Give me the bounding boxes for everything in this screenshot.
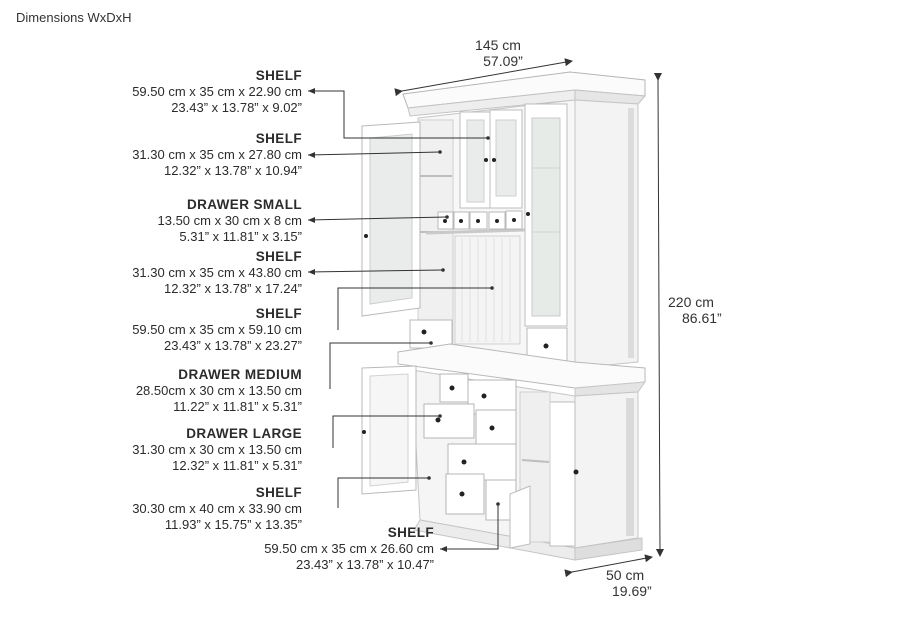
width-cm: 145 cm bbox=[475, 37, 521, 53]
label-heading: DRAWER MEDIUM bbox=[178, 367, 302, 382]
label-heading: SHELF bbox=[387, 525, 434, 540]
label-imperial: 11.93” x 15.75” x 13.35” bbox=[164, 517, 302, 532]
label-imperial: 12.32” x 13.78” x 10.94” bbox=[163, 163, 302, 178]
label-imperial: 23.43” x 13.78” x 10.47” bbox=[295, 557, 434, 572]
label-shelf-upper-wide: SHELF 59.50 cm x 35 cm x 22.90 cm 23.43”… bbox=[2, 67, 302, 116]
label-heading: DRAWER LARGE bbox=[186, 426, 302, 441]
label-metric: 59.50 cm x 35 cm x 59.10 cm bbox=[132, 322, 302, 337]
label-metric: 31.30 cm x 35 cm x 27.80 cm bbox=[132, 147, 302, 162]
label-shelf-lower-wide: SHELF 59.50 cm x 35 cm x 26.60 cm 23.43”… bbox=[134, 524, 434, 573]
label-imperial: 23.43” x 13.78” x 9.02” bbox=[171, 100, 302, 115]
label-metric: 59.50 cm x 35 cm x 26.60 cm bbox=[264, 541, 434, 556]
label-heading: SHELF bbox=[255, 68, 302, 83]
height-dimension: 220 cm 86.61” bbox=[668, 294, 748, 326]
height-in: 86.61” bbox=[682, 310, 722, 326]
label-heading: SHELF bbox=[255, 485, 302, 500]
label-heading: DRAWER SMALL bbox=[186, 197, 302, 212]
label-heading: SHELF bbox=[255, 249, 302, 264]
label-shelf-middle-narrow: SHELF 31.30 cm x 35 cm x 43.80 cm 12.32”… bbox=[2, 248, 302, 297]
width-dimension: 145 cm 57.09” bbox=[458, 37, 538, 69]
depth-dimension: 50 cm 19.69” bbox=[606, 567, 686, 599]
diagram-title: Dimensions WxDxH bbox=[16, 10, 132, 25]
label-imperial: 12.32” x 11.81” x 5.31” bbox=[172, 458, 302, 473]
label-imperial: 11.22” x 11.81” x 5.31” bbox=[173, 399, 302, 414]
label-shelf-middle-wide: SHELF 59.50 cm x 35 cm x 59.10 cm 23.43”… bbox=[2, 305, 302, 354]
label-metric: 31.30 cm x 30 cm x 13.50 cm bbox=[132, 442, 302, 457]
label-drawer-medium: DRAWER MEDIUM 28.50cm x 30 cm x 13.50 cm… bbox=[2, 366, 302, 415]
label-imperial: 12.32” x 13.78” x 17.24” bbox=[163, 281, 302, 296]
depth-cm: 50 cm bbox=[606, 567, 645, 583]
label-drawer-large: DRAWER LARGE 31.30 cm x 30 cm x 13.50 cm… bbox=[2, 425, 302, 474]
label-metric: 13.50 cm x 30 cm x 8 cm bbox=[157, 213, 303, 228]
label-metric: 59.50 cm x 35 cm x 22.90 cm bbox=[132, 84, 302, 99]
width-in: 57.09” bbox=[483, 53, 523, 69]
label-imperial: 23.43” x 13.78” x 23.27” bbox=[163, 338, 302, 353]
height-cm: 220 cm bbox=[668, 294, 714, 310]
label-shelf-upper-narrow: SHELF 31.30 cm x 35 cm x 27.80 cm 12.32”… bbox=[2, 130, 302, 179]
label-imperial: 5.31” x 11.81” x 3.15” bbox=[179, 229, 302, 244]
label-heading: SHELF bbox=[255, 131, 302, 146]
label-metric: 28.50cm x 30 cm x 13.50 cm bbox=[135, 383, 302, 398]
label-heading: SHELF bbox=[255, 306, 302, 321]
label-metric: 31.30 cm x 35 cm x 43.80 cm bbox=[132, 265, 302, 280]
label-shelf-lower-side: SHELF 30.30 cm x 40 cm x 33.90 cm 11.93”… bbox=[2, 484, 302, 533]
label-metric: 30.30 cm x 40 cm x 33.90 cm bbox=[132, 501, 302, 516]
depth-in: 19.69” bbox=[612, 583, 652, 599]
label-drawer-small: DRAWER SMALL 13.50 cm x 30 cm x 8 cm 5.3… bbox=[2, 196, 303, 245]
